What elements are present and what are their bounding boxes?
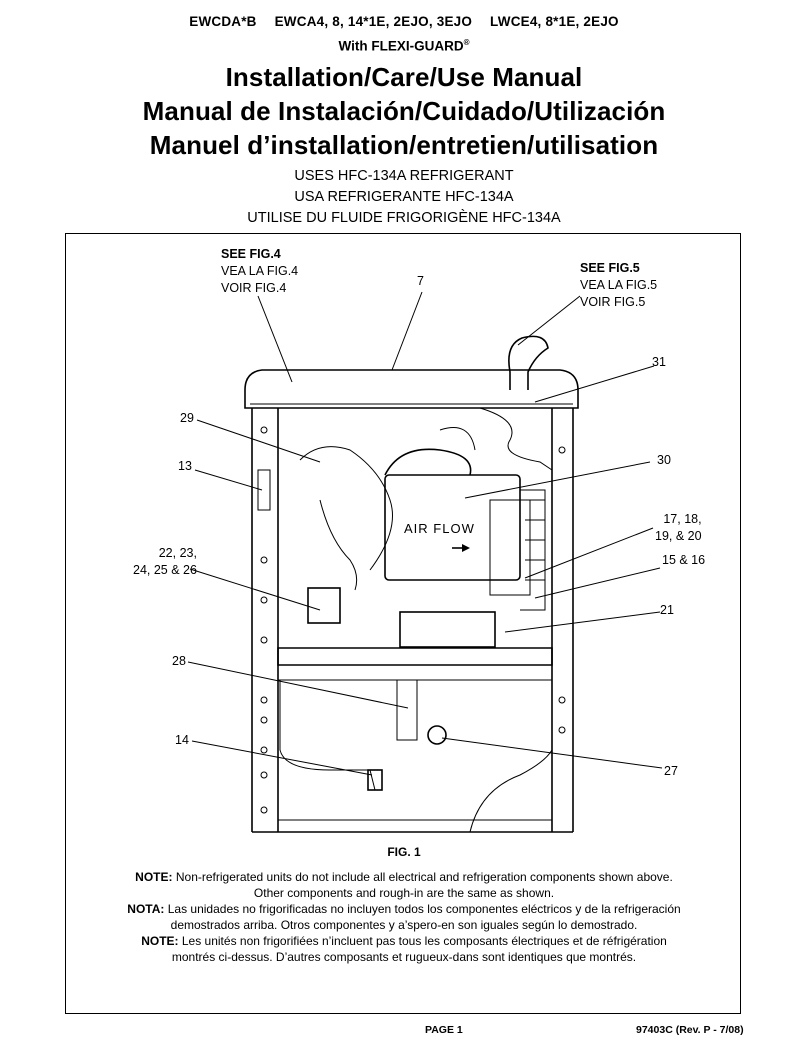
drain <box>427 725 447 745</box>
see-fig5-label: SEE FIG.5 VEA LA FIG.5 VOIR FIG.5 <box>580 260 657 311</box>
callout-14: 14 <box>175 733 189 747</box>
callout-17-line2: 19, & 20 <box>655 529 702 543</box>
refrigerant-spanish: USA REFRIGERANTE HFC-134A <box>294 189 514 205</box>
bubbler <box>508 335 549 390</box>
callout-30: 30 <box>657 453 671 467</box>
document-revision: 97403C (Rev. P - 7/08) <box>636 1024 744 1036</box>
flexi-guard-line: With FLEXI-GUARD® <box>0 38 808 54</box>
note-french-label: NOTE: <box>141 934 179 948</box>
note-english-line2: Other components and rough-in are the sa… <box>253 886 555 900</box>
airflow-label: AIR FLOW <box>404 521 475 536</box>
refrigerant-english: USES HFC-134A REFRIGERANT <box>294 168 514 184</box>
see-fig5-fr: VOIR FIG.5 <box>580 295 646 309</box>
callout-15-16: 15 & 16 <box>662 553 706 567</box>
callout-22-26: 22, 23, 24, 25 & 26 <box>133 545 197 579</box>
callout-22-line2: 24, 25 & 26 <box>133 563 197 577</box>
callout-17-20: 17, 18, 19, & 20 <box>655 511 702 545</box>
note-spanish-text: Las unidades no frigorificadas no incluy… <box>164 902 681 916</box>
callout-29: 29 <box>180 411 194 425</box>
top-cap <box>244 369 579 409</box>
see-fig5-bold: SEE FIG.5 <box>580 261 640 275</box>
see-fig4-bold: SEE FIG.4 <box>221 247 281 261</box>
see-fig5-es: VEA LA FIG.5 <box>580 278 658 292</box>
note-french-text: Les unités non frigorifiées n’incluent p… <box>178 934 667 948</box>
compressor-base <box>399 611 496 648</box>
figure-frame <box>65 233 741 1014</box>
flexi-guard-text: With FLEXI-GUARD <box>338 38 464 54</box>
refrigerant-french: UTILISE DU FLUIDE FRIGORIGÈNE HFC-134A <box>247 210 561 226</box>
model-numbers: EWCDA*B EWCA4, 8, 14*1E, 2EJO, 3EJO LWCE… <box>0 14 808 29</box>
condenser <box>520 489 546 611</box>
see-fig4-fr: VOIR FIG.4 <box>221 281 287 295</box>
fan <box>489 499 531 596</box>
registered-mark: ® <box>463 38 470 47</box>
callout-7: 7 <box>417 274 424 288</box>
model-line-1: EWCDA*B <box>189 14 257 29</box>
note-french: NOTE: Les unités non frigorifiées n’incl… <box>0 933 808 965</box>
note-english: NOTE: Non-refrigerated units do not incl… <box>0 869 808 901</box>
note-english-text: Non-refrigerated units do not include al… <box>172 870 673 884</box>
chiller-tank <box>384 474 521 581</box>
callout-13: 13 <box>178 459 192 473</box>
note-spanish-label: NOTA: <box>127 902 165 916</box>
model-line-3: LWCE4, 8*1E, 2EJO <box>490 14 619 29</box>
note-spanish: NOTA: Las unidades no frigorificadas no … <box>0 901 808 933</box>
callout-22-line1: 22, 23, <box>158 546 197 560</box>
figure-caption: FIG. 1 <box>387 845 421 859</box>
note-english-label: NOTE: <box>135 870 173 884</box>
title-spanish: Manual de Instalación/Cuidado/Utilizació… <box>142 96 666 126</box>
callout-17-line1: 17, 18, <box>663 512 702 526</box>
note-spanish-line2: demostrados arriba. Otros componentes y … <box>170 918 638 932</box>
title-french: Manuel d’installation/entretien/utilisat… <box>149 130 659 160</box>
see-fig4-es: VEA LA FIG.4 <box>221 264 299 278</box>
callout-27: 27 <box>664 764 678 778</box>
callout-28: 28 <box>172 654 186 668</box>
page-number: PAGE 1 <box>425 1024 463 1036</box>
callout-31: 31 <box>652 355 666 369</box>
model-line-2: EWCA4, 8, 14*1E, 2EJO, 3EJO <box>274 14 473 29</box>
callout-21: 21 <box>660 603 674 617</box>
see-fig4-label: SEE FIG.4 VEA LA FIG.4 VOIR FIG.4 <box>221 246 298 297</box>
electrical-box <box>307 587 341 624</box>
title-english: Installation/Care/Use Manual <box>225 62 583 92</box>
note-french-line2: montrés ci-dessus. D’autres composants e… <box>171 950 637 964</box>
